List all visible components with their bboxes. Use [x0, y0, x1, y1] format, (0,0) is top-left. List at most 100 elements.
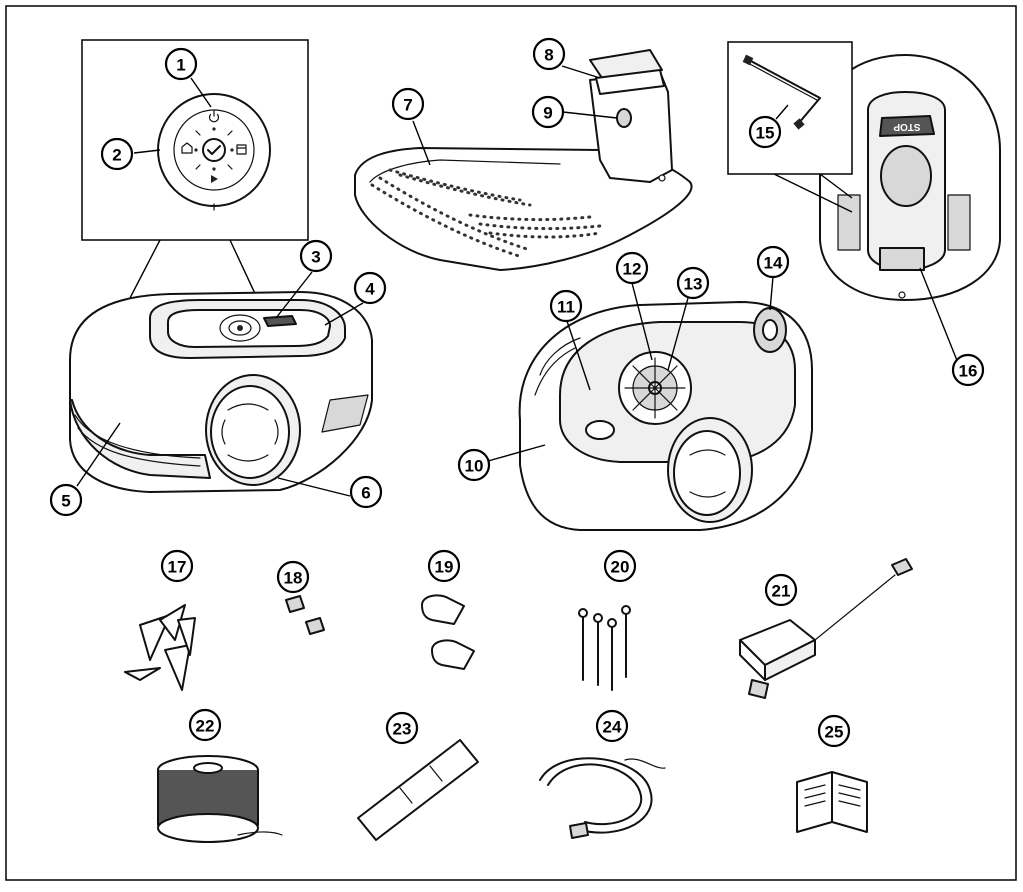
leader-lines: [76, 65, 959, 497]
callout-number: 25: [825, 723, 844, 742]
callout-number: 6: [361, 484, 370, 503]
callout-number: 22: [196, 717, 215, 736]
cable-connectors: [285, 595, 325, 635]
callout-number: 2: [112, 146, 121, 165]
callout-circle: [385, 711, 419, 745]
callout-number: 14: [764, 254, 783, 273]
callout-circle: [427, 549, 461, 583]
callout-number: 12: [623, 260, 642, 279]
callout-number: 15: [756, 124, 775, 143]
callout-4: 4: [353, 271, 387, 305]
callout-6: 6: [349, 475, 383, 509]
callout-24: 24: [595, 709, 629, 743]
stop-label: STOP: [893, 121, 920, 132]
cable-joints: [421, 594, 475, 670]
callout-circle: [391, 87, 425, 121]
callout-number: 20: [611, 558, 630, 577]
ruler: [357, 739, 479, 841]
callout-circle: [188, 708, 222, 742]
callout-number: 21: [772, 582, 791, 601]
wire-spool: [157, 755, 283, 843]
callout-circle: [349, 475, 383, 509]
callout-17: 17: [160, 549, 194, 583]
stop-button: [879, 115, 935, 137]
power-icon: [208, 110, 220, 123]
callout-circle: [549, 289, 583, 323]
callout-number: 18: [284, 569, 303, 588]
callout-number: 23: [393, 720, 412, 739]
hex-key: [742, 54, 821, 130]
callout-number: 17: [168, 558, 187, 577]
callout-7: 7: [391, 87, 425, 121]
callout-circle: [615, 251, 649, 285]
checkmark-icon: [202, 138, 226, 162]
callout-23: 23: [385, 711, 419, 745]
callout-circle: [532, 37, 566, 71]
callout-11: 11: [549, 289, 583, 323]
callout-5: 5: [49, 483, 83, 517]
callout-circle: [676, 266, 710, 300]
callout-circle: [748, 115, 782, 149]
callout-number: 8: [544, 46, 553, 65]
callout-number: 19: [435, 558, 454, 577]
callout-1: 1: [164, 47, 198, 81]
callout-22: 22: [188, 708, 222, 742]
callout-2: 2: [100, 137, 134, 171]
screws: [578, 605, 631, 691]
mower-stop-button: [263, 315, 297, 327]
callout-circle: [756, 245, 790, 279]
station-tower: [589, 49, 673, 183]
callout-number: 24: [603, 718, 622, 737]
callout-circle: [595, 709, 629, 743]
charging-contact: [616, 108, 632, 128]
mower-front-wheel: [205, 374, 301, 486]
hex-key-inset: [727, 41, 853, 213]
play-icon: [211, 175, 218, 183]
mower-front-view: [69, 291, 373, 493]
caster-wheel: [753, 307, 787, 353]
callout-circle: [817, 714, 851, 748]
callout-18: 18: [276, 560, 310, 594]
callout-13: 13: [676, 266, 710, 300]
callout-circle: [531, 95, 565, 129]
manual-book-icon: [796, 771, 868, 833]
callout-8: 8: [532, 37, 566, 71]
home-icon: [181, 142, 193, 154]
rear-wheel: [667, 417, 753, 523]
callout-circle: [353, 271, 387, 305]
callout-19: 19: [427, 549, 461, 583]
pegs: [124, 604, 196, 691]
callout-circle: [100, 137, 134, 171]
mower-control-panel: [219, 314, 261, 342]
callout-number: 10: [465, 457, 484, 476]
callout-25: 25: [817, 714, 851, 748]
station-perforation: [370, 168, 602, 259]
blade-disc: [618, 351, 692, 425]
callout-15: 15: [748, 115, 782, 149]
low-voltage-cable: [539, 757, 666, 839]
callout-circle: [49, 483, 83, 517]
callout-circle: [164, 47, 198, 81]
outer-frame: [5, 5, 1017, 881]
callout-circle: [160, 549, 194, 583]
power-supply: [739, 558, 913, 699]
callout-21: 21: [764, 573, 798, 607]
callout-14: 14: [756, 245, 790, 279]
callout-circle: [764, 573, 798, 607]
callout-number: 1: [176, 56, 185, 75]
control-panel-inset: [81, 39, 309, 301]
callout-number: 5: [61, 492, 70, 511]
callout-number: 4: [365, 280, 375, 299]
callout-12: 12: [615, 251, 649, 285]
callout-20: 20: [603, 549, 637, 583]
callout-9: 9: [531, 95, 565, 129]
calendar-icon: [236, 144, 247, 155]
callout-number: 9: [543, 104, 552, 123]
callout-circle: [603, 549, 637, 583]
callout-16: 16: [951, 353, 985, 387]
callout-3: 3: [299, 239, 333, 273]
stop-lid-release: [879, 247, 925, 271]
